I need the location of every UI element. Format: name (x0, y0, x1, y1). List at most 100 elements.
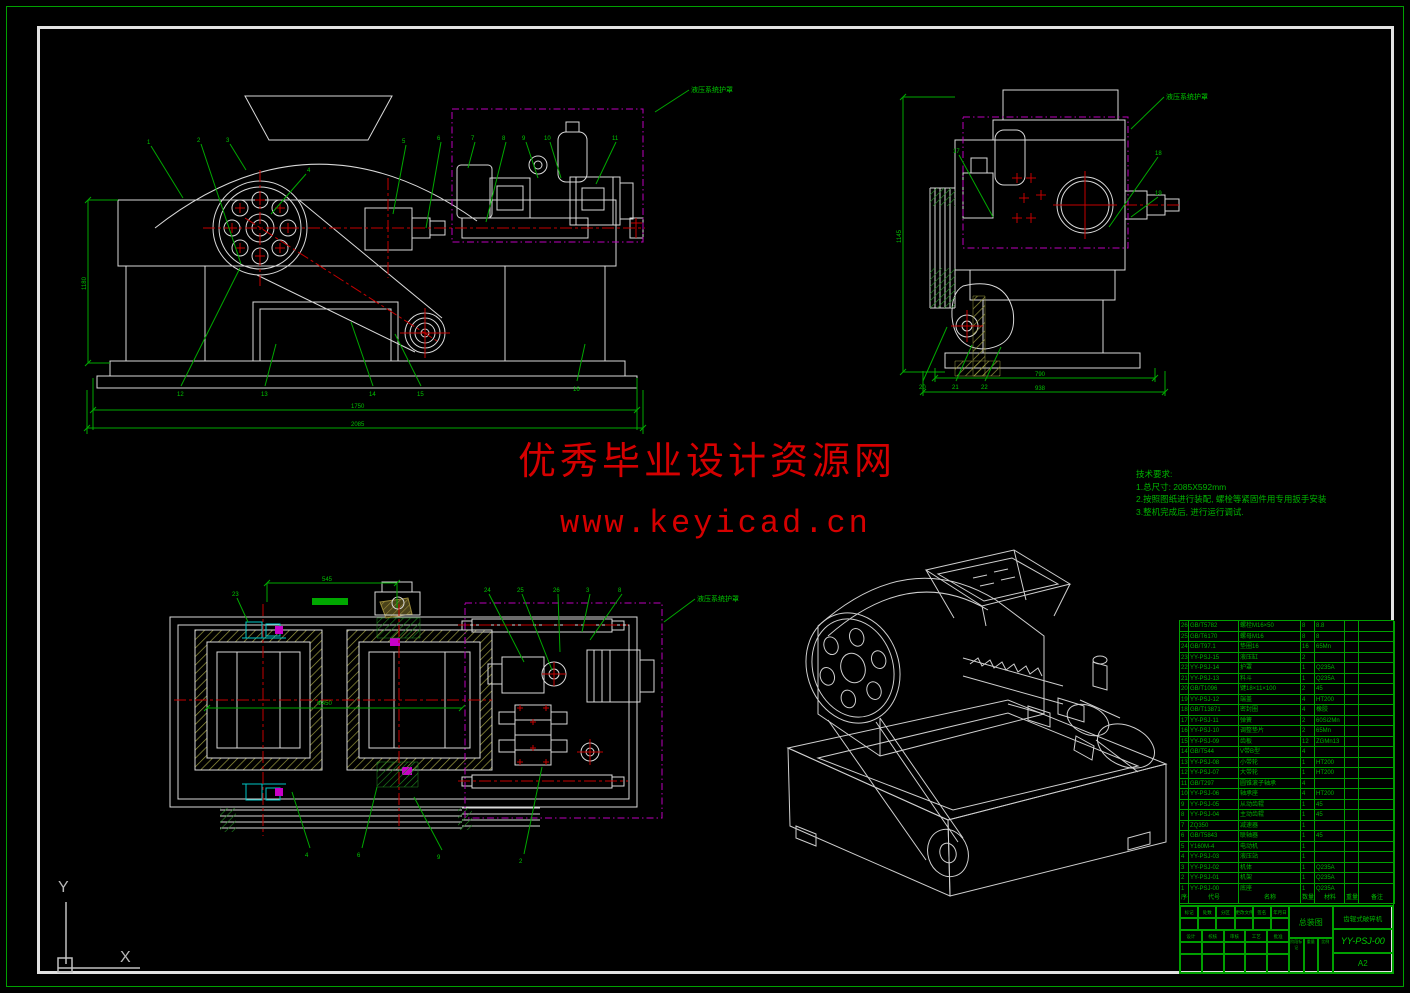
bom-cell (1359, 663, 1395, 674)
bom-cell: 1 (1301, 799, 1315, 810)
bom-cell (1359, 705, 1395, 716)
bom-cell (1359, 621, 1395, 632)
bom-cell: ZQ350 (1189, 820, 1239, 831)
section-mid-dim: Φ450 (317, 701, 332, 707)
section-top-dim: 545 (322, 577, 333, 583)
bom-cell: 8 (1301, 631, 1315, 642)
bom-cell: YY-PSJ-10 (1189, 726, 1239, 737)
section-guard-viewport (465, 603, 662, 818)
svg-text:2: 2 (519, 859, 523, 865)
bom-cell: 大带轮 (1239, 768, 1301, 779)
bom-cell: YY-PSJ-11 (1189, 715, 1239, 726)
guard-label-front: 液压系统护罩 (691, 85, 733, 94)
svg-text:14: 14 (369, 392, 376, 398)
bom-cell: 16 (1301, 642, 1315, 653)
svg-text:11: 11 (612, 136, 619, 142)
bom-cell: 26 (1180, 621, 1189, 632)
bom-cell: 弹簧 (1239, 715, 1301, 726)
bom-cell: Q235A (1315, 673, 1345, 684)
bom-cell: YY-PSJ-08 (1189, 757, 1239, 768)
svg-text:3: 3 (226, 138, 230, 144)
iso-pulley-belt (792, 601, 974, 882)
bom-cell: YY-PSJ-04 (1189, 810, 1239, 821)
bom-cell: 8 (1315, 631, 1345, 642)
watermark-line1: 优秀毕业设计资源网 (518, 441, 897, 483)
svg-text:17: 17 (953, 149, 960, 155)
bom-cell (1345, 726, 1359, 737)
bom-cell: 9 (1180, 799, 1189, 810)
bom-cell: 减速器 (1239, 820, 1301, 831)
bom-cell (1359, 757, 1395, 768)
svg-text:6: 6 (437, 136, 441, 142)
bom-cell (1345, 642, 1359, 653)
bom-cell (1345, 757, 1359, 768)
signature-row (1180, 954, 1289, 973)
svg-text:9: 9 (522, 136, 526, 142)
bom-cell: 1 (1301, 663, 1315, 674)
front-centerlines (203, 170, 645, 358)
tech-req-item: 1.总尺寸: 2085X592mm (1136, 481, 1227, 492)
bom-cell: GB/T5782 (1189, 621, 1239, 632)
side-centerlines (951, 171, 1181, 342)
bom-cell (1345, 778, 1359, 789)
bom-cell: 2 (1301, 652, 1315, 663)
bom-cell (1359, 799, 1395, 810)
svg-text:12: 12 (177, 392, 184, 398)
bom-cell: 1 (1301, 873, 1315, 884)
svg-text:8: 8 (618, 588, 622, 594)
product-name: 齿辊式破碎机 (1332, 906, 1394, 929)
bom-cell: 8 (1180, 810, 1189, 821)
bom-cell: YY-PSJ-07 (1189, 768, 1239, 779)
bom-cell (1345, 663, 1359, 674)
side-balloons: 17 18 19 20 21 22 (919, 149, 1162, 391)
bom-cell: 2 (1301, 684, 1315, 695)
section-view-drawing: 545 Φ450 23 24 25 26 3 8 4 6 9 2 (162, 577, 692, 865)
bom-cell: 1 (1301, 820, 1315, 831)
sig-label: 审核 (1223, 930, 1246, 942)
bom-cell (1345, 736, 1359, 747)
bom-cell (1315, 747, 1345, 758)
bom-cell: 23 (1180, 652, 1189, 663)
tech-req-item: 2.按照图纸进行装配, 螺栓等紧固件用专用扳手安装 (1136, 494, 1327, 504)
bom-cell: GB/T1096 (1189, 684, 1239, 695)
bom-header-cell: 数量 (1301, 893, 1315, 904)
bom-cell: 液压缸 (1239, 652, 1301, 663)
tech-req-title: 技术要求: (1136, 469, 1173, 479)
side-left-dim: 1145 (897, 229, 903, 243)
bom-cell: 螺母M16 (1239, 631, 1301, 642)
guard-label-section: 液压系统护罩 (697, 594, 739, 603)
bom-cell (1345, 789, 1359, 800)
bom-cell: 45 (1315, 799, 1345, 810)
bom-cell: GB/T6170 (1189, 631, 1239, 642)
bom-cell (1359, 768, 1395, 779)
bom-cell: 电动机 (1239, 841, 1301, 852)
bom-cell: 键18×11×100 (1239, 684, 1301, 695)
sig-label: 年月日 (1270, 906, 1290, 918)
bom-cell (1359, 631, 1395, 642)
bom-cell: ZGMn13 (1315, 736, 1345, 747)
svg-text:19: 19 (1155, 191, 1162, 197)
bom-cell: GB/T297 (1189, 778, 1239, 789)
bom-cell: 45 (1315, 684, 1345, 695)
svg-text:25: 25 (517, 588, 524, 594)
iso-housing (818, 578, 1044, 756)
bom-cell: 护罩 (1239, 663, 1301, 674)
svg-text:16: 16 (573, 387, 580, 393)
svg-text:23: 23 (232, 592, 239, 598)
bom-cell: 1 (1301, 852, 1315, 863)
bom-header-cell: 备注 (1359, 893, 1395, 904)
bom-cell (1359, 652, 1395, 663)
bom-cell: 1 (1301, 862, 1315, 873)
front-inner-dim: 1750 (351, 404, 365, 410)
bom-cell: 联轴器 (1239, 831, 1301, 842)
bom-cell: 12 (1180, 768, 1189, 779)
svg-text:9: 9 (437, 855, 441, 861)
bom-cell: 2 (1301, 715, 1315, 726)
bom-cell (1345, 694, 1359, 705)
title-block-marks: 阶段标记 重量 比例 (1288, 938, 1333, 973)
bom-cell: HT200 (1315, 768, 1345, 779)
title-block-right: 齿辊式破碎机 YY-PSJ-00 A2 (1332, 906, 1394, 973)
sheet-size: A2 (1332, 953, 1394, 973)
side-outer-dim: 938 (1035, 386, 1046, 392)
